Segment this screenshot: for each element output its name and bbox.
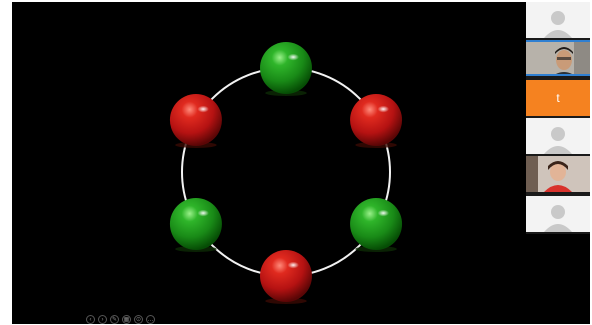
- sphere-green-lower-right: [350, 198, 402, 252]
- next-icon[interactable]: ›: [98, 315, 107, 324]
- slides-icon[interactable]: ▦: [122, 315, 131, 324]
- sphere-ring: [182, 68, 390, 276]
- person-icon: [526, 196, 590, 232]
- participant-tile-4[interactable]: [526, 118, 590, 154]
- sphere-ring-diagram: [12, 2, 527, 324]
- participant-video: [526, 156, 590, 192]
- pen-icon[interactable]: ✎: [110, 315, 119, 324]
- shared-screen-viewport: ‹›✎▦⊙… t: [12, 2, 590, 324]
- participant-video: [526, 42, 590, 76]
- participant-tile-3[interactable]: t: [526, 80, 590, 116]
- presentation-slide: [12, 2, 527, 324]
- participant-initial: t: [556, 91, 559, 105]
- sphere-red-bottom: [260, 250, 312, 304]
- sphere-green-top: [260, 42, 312, 96]
- participant-tile-2[interactable]: [526, 40, 590, 76]
- participant-tile-5[interactable]: [526, 156, 590, 192]
- zoom-icon[interactable]: ⊙: [134, 315, 143, 324]
- participant-tile-6[interactable]: [526, 196, 590, 232]
- slide-controls: ‹›✎▦⊙…: [86, 315, 155, 324]
- sphere-red-upper-right: [350, 94, 402, 148]
- sphere-red-upper-left: [170, 94, 222, 148]
- more-icon[interactable]: …: [146, 315, 155, 324]
- person-icon: [526, 2, 590, 38]
- participant-tile-1[interactable]: [526, 2, 590, 38]
- person-icon: [526, 118, 590, 154]
- participants-panel: t: [526, 2, 590, 234]
- prev-icon[interactable]: ‹: [86, 315, 95, 324]
- sphere-green-lower-left: [170, 198, 222, 252]
